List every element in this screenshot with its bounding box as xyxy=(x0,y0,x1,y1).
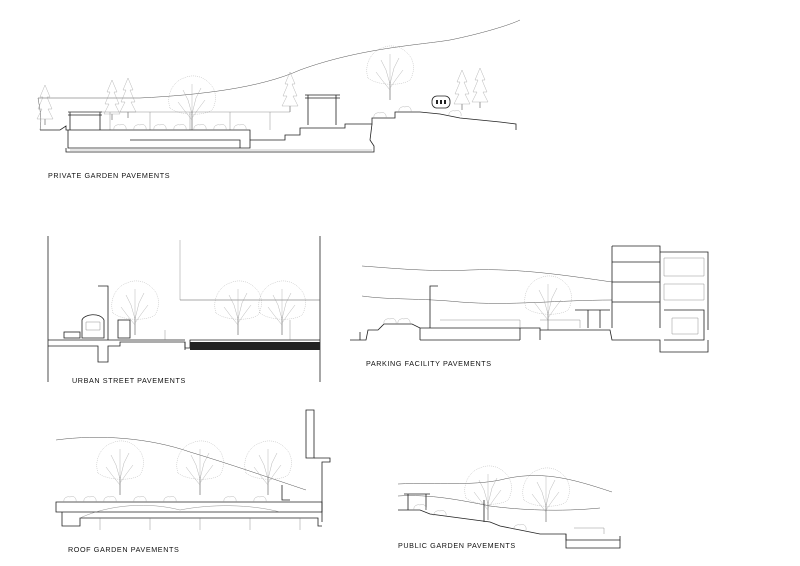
urban-street-section xyxy=(47,236,321,382)
roof-garden-section xyxy=(55,409,331,530)
private-garden-section xyxy=(36,19,521,153)
urban-street-caption: URBAN STREET PAVEMENTS xyxy=(72,376,186,385)
parking-facility-caption: PARKING FACILITY PAVEMENTS xyxy=(366,359,492,368)
public-garden-section xyxy=(397,465,621,549)
private-garden-caption: PRIVATE GARDEN PAVEMENTS xyxy=(48,171,171,180)
public-garden-caption: PUBLIC GARDEN PAVEMENTS xyxy=(398,541,516,550)
roof-garden-caption: ROOF GARDEN PAVEMENTS xyxy=(68,545,180,554)
parking-facility-section xyxy=(350,245,709,353)
